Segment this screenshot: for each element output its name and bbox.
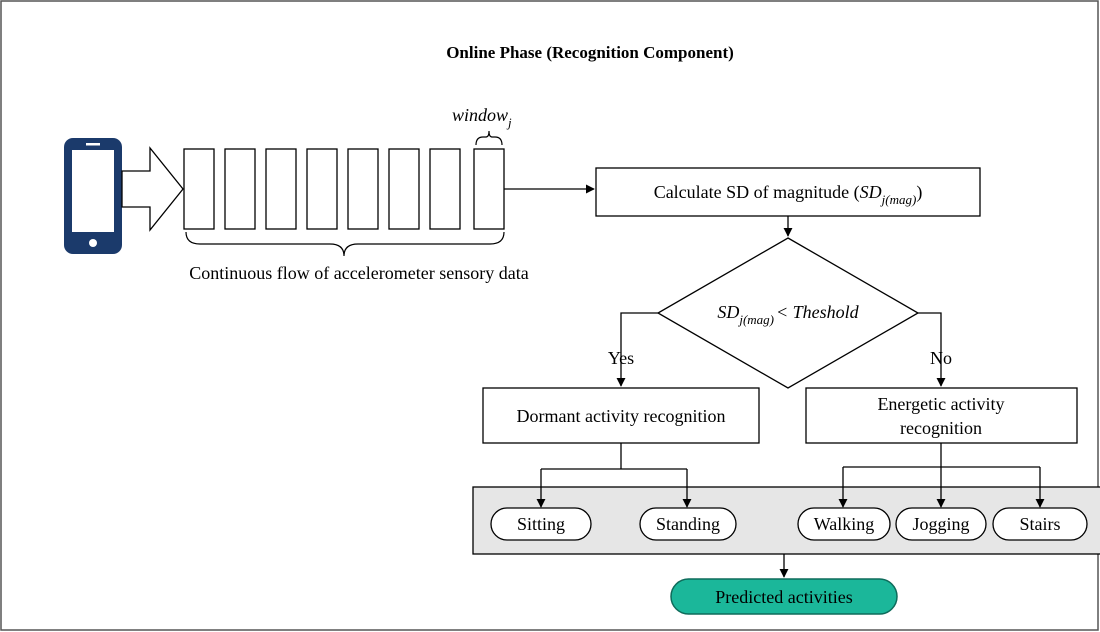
smartphone-icon (64, 138, 122, 254)
dormant-recognition-box (482, 387, 760, 444)
no-label: No (930, 348, 952, 368)
data-window (347, 148, 379, 230)
energetic-recognition-label-1: Energetic activity (877, 394, 1004, 414)
dormant-connectors (536, 443, 692, 508)
no-branch-arrow (918, 312, 946, 387)
window-brace (475, 130, 503, 146)
dormant-recognition-label: Dormant activity recognition (517, 406, 726, 426)
activity-standing-label: Standing (656, 514, 720, 534)
activity-walking-label: Walking (814, 514, 875, 534)
activity-walking: Walking (797, 507, 891, 541)
data-flow-brace (185, 231, 505, 257)
activity-stairs: Stairs (992, 507, 1088, 541)
activity-sitting: Sitting (490, 507, 592, 541)
threshold-decision (656, 237, 920, 389)
activity-standing: Standing (639, 507, 737, 541)
data-window (265, 148, 297, 230)
energetic-recognition-box (805, 387, 1078, 444)
data-input-arrow (121, 146, 184, 232)
data-window (388, 148, 420, 230)
activity-jogging: Jogging (895, 507, 987, 541)
yes-branch-arrow (616, 312, 658, 387)
decision-label: SDj(mag)< Theshold (717, 302, 859, 327)
predicted-activities-pill (670, 578, 898, 615)
activity-sitting-label: Sitting (517, 514, 565, 534)
predicted-activities-label: Predicted activities (715, 587, 852, 607)
diagram-title: Online Phase (Recognition Component) (446, 43, 734, 62)
activity-stairs-label: Stairs (1019, 514, 1060, 534)
data-window-j (473, 148, 505, 230)
data-window (224, 148, 256, 230)
activity-jogging-label: Jogging (912, 514, 969, 534)
data-window (183, 148, 215, 230)
data-flow-caption: Continuous flow of accelerometer sensory… (189, 263, 528, 283)
calculate-sd-box (595, 167, 981, 217)
data-windows (183, 148, 505, 230)
energetic-connectors (838, 443, 1045, 508)
energetic-recognition-label-2: recognition (900, 418, 982, 438)
data-window (306, 148, 338, 230)
data-window (429, 148, 461, 230)
window-label: windowj (452, 105, 512, 130)
calculate-sd-label: Calculate SD of magnitude (SDj(mag)) (654, 182, 923, 207)
yes-label: Yes (608, 348, 634, 368)
